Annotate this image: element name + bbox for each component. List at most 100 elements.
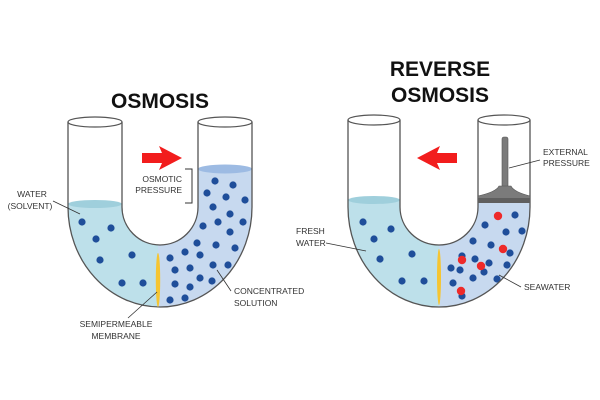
water-molecule	[209, 203, 217, 211]
label-pressure: PRESSURE	[543, 158, 590, 168]
label-concentrated: CONCENTRATED	[234, 286, 304, 296]
water-surface	[348, 196, 400, 204]
water-molecule	[78, 218, 86, 226]
water-molecule	[181, 294, 189, 302]
water-molecule	[211, 177, 219, 185]
water-molecule	[118, 279, 126, 287]
water-molecule	[518, 227, 526, 235]
water-molecule	[471, 255, 479, 263]
fresh-water	[348, 200, 439, 307]
water-molecule	[511, 211, 519, 219]
water-molecule	[408, 250, 416, 258]
label-fresh: FRESH	[296, 226, 325, 236]
water-molecule	[493, 275, 501, 283]
u-tube	[347, 120, 531, 308]
water-molecule	[209, 261, 217, 269]
water-molecule	[166, 296, 174, 304]
water-molecule	[92, 235, 100, 243]
water-molecule	[224, 261, 232, 269]
water-molecule	[449, 279, 457, 287]
water-molecule	[487, 241, 495, 249]
label-pressure: PRESSURE	[135, 185, 182, 195]
leader-line	[216, 269, 232, 292]
tube-opening	[347, 114, 401, 126]
water-molecule	[196, 274, 204, 282]
water-molecule	[480, 268, 488, 276]
arrow-right-icon	[142, 146, 182, 170]
water-molecule	[376, 255, 384, 263]
pressure-bracket	[185, 168, 193, 204]
solution-surface	[198, 164, 252, 174]
u-tube	[67, 122, 253, 308]
water-molecule	[203, 189, 211, 197]
water-molecule	[96, 256, 104, 264]
leader-line	[508, 159, 541, 169]
water-molecule	[229, 181, 237, 189]
salt-molecule	[476, 261, 486, 271]
water-molecule	[502, 228, 510, 236]
water-molecule	[107, 224, 115, 232]
leader-line	[52, 200, 81, 215]
water-molecule	[212, 241, 220, 249]
salt-molecule	[493, 211, 503, 221]
tube-opening	[197, 116, 253, 128]
water-molecule	[359, 218, 367, 226]
water-molecule	[241, 196, 249, 204]
water-molecule	[199, 222, 207, 230]
water-molecule	[193, 239, 201, 247]
water-molecule	[420, 277, 428, 285]
water-molecule	[447, 264, 455, 272]
water-molecule	[503, 261, 511, 269]
water-molecule	[214, 218, 222, 226]
water-molecule	[506, 249, 514, 257]
water-molecule	[171, 266, 179, 274]
water-molecule	[387, 225, 395, 233]
salt-molecule	[457, 255, 467, 265]
osmosis-panel: OSMOSIS OSMOTIC PRESSURE WATER (SOLVENT)…	[8, 90, 305, 341]
water-molecule	[181, 248, 189, 256]
water-molecule	[222, 193, 230, 201]
salt-molecule	[498, 244, 508, 254]
label-water: WATER	[296, 238, 326, 248]
tube-opening	[477, 114, 531, 126]
water-molecule	[370, 235, 378, 243]
water-molecule	[139, 279, 147, 287]
leader-line	[498, 274, 522, 288]
leader-line	[127, 291, 158, 319]
water-surface	[68, 200, 122, 208]
label-external: EXTERNAL	[543, 147, 588, 157]
semipermeable-membrane	[155, 253, 161, 307]
label-osmotic: OSMOTIC	[142, 174, 182, 184]
water-molecule	[196, 251, 204, 259]
label-water: WATER	[17, 189, 47, 199]
reverse-osmosis-panel: REVERSE OSMOSIS EXTERNAL PRESSURE FRESH …	[296, 58, 590, 308]
label-solution: SOLUTION	[234, 298, 277, 308]
water-molecule	[186, 264, 194, 272]
plunger-icon	[477, 136, 531, 203]
water-molecule	[481, 221, 489, 229]
water-molecule	[469, 274, 477, 282]
water-molecule	[226, 228, 234, 236]
water-molecule	[226, 210, 234, 218]
tube-opening	[67, 116, 123, 128]
water-molecule	[171, 280, 179, 288]
water-molecule	[128, 251, 136, 259]
water-molecule	[166, 254, 174, 262]
water-molecule	[208, 277, 216, 285]
osmosis-title: OSMOSIS	[111, 90, 209, 113]
water-molecule	[469, 237, 477, 245]
label-semipermeable: SEMIPERMEABLE	[80, 319, 153, 329]
water-molecule	[231, 244, 239, 252]
label-membrane: MEMBRANE	[91, 331, 140, 341]
water-molecule	[485, 259, 493, 267]
reverse-title-line2: OSMOSIS	[391, 84, 489, 107]
label-seawater: SEAWATER	[524, 282, 570, 292]
semipermeable-membrane	[437, 249, 441, 305]
leader-line	[325, 242, 367, 252]
water-molecule	[239, 218, 247, 226]
water-molecule	[456, 266, 464, 274]
arrow-left-icon	[417, 146, 457, 170]
salt-molecule	[456, 286, 466, 296]
water-molecule	[398, 277, 406, 285]
